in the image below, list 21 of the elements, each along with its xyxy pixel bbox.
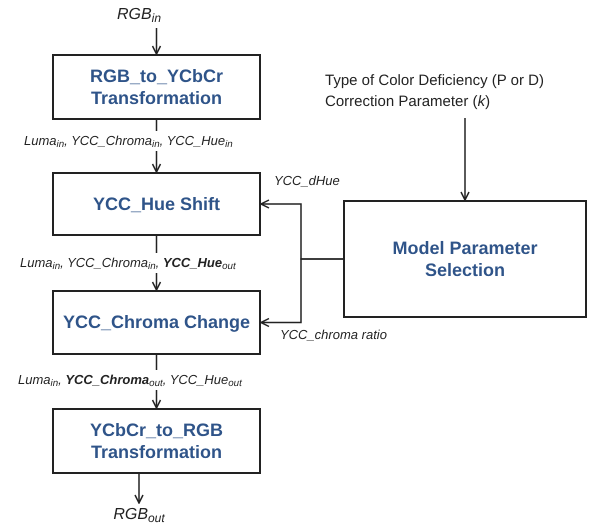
box-title: Model Parameter Selection	[391, 236, 539, 282]
arrow	[260, 258, 343, 328]
edge-label: Luma$_{in}$, YCC_Chroma$_{in}$, YCC_Hue$_{out}$	[18, 253, 238, 272]
input-parameter-text: Correction Parameter (k)	[325, 92, 490, 112]
process-box	[52, 408, 261, 474]
input-parameter-text: Type of Color Deficiency (P or D)	[325, 71, 544, 91]
signal-label: RGB$_{in}$	[116, 5, 161, 27]
arrow	[152, 28, 162, 55]
process-box	[52, 172, 261, 236]
edge-label: Luma$_{in}$, YCC_Chroma$_{in}$, YCC_Hue$_{in}$	[22, 131, 235, 150]
arrow	[134, 474, 144, 504]
box-title: RGB_to_YCbCr Transformation	[88, 64, 224, 110]
process-box	[343, 200, 587, 318]
edge-label: Luma$_{in}$, YCC_Chroma$_{out}$, YCC_Hue$_{out}$	[16, 370, 244, 390]
box-title: YCbCr_to_RGB Transformation	[88, 418, 224, 464]
signal-label: RGB$_{out}$	[113, 505, 165, 527]
process-box	[52, 290, 261, 355]
box-title: YCC_Hue Shift	[92, 192, 220, 216]
process-box	[52, 54, 261, 120]
box-title: YCC_Chroma Change	[62, 311, 250, 334]
arrow	[460, 118, 470, 201]
